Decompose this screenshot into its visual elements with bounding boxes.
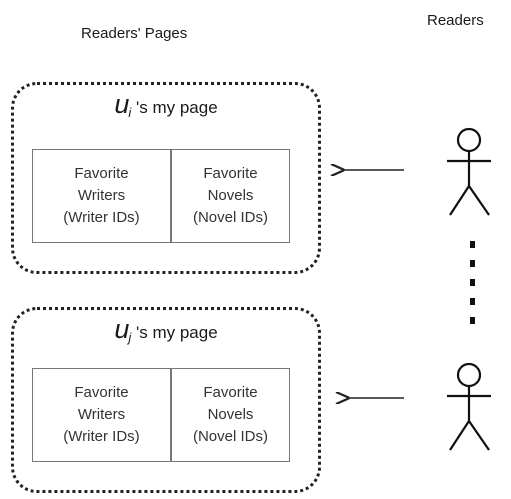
reader-figure-i [447,127,491,216]
page-title: ui 's my page [14,89,318,120]
favorite-writers-cell: Favorite Writers (Writer IDs) [32,368,171,462]
cell-line: Novels [207,406,254,423]
cell-line: Novels [207,187,254,204]
cell-line: (Novel IDs) [192,209,268,226]
page-title: uj 's my page [14,314,318,345]
cell-line: Writers [77,406,126,423]
readers-pages-heading: Readers' Pages [81,25,188,42]
page-title-suffix: 's my page [131,323,218,342]
readers-heading: Readers [427,12,484,29]
favorite-novels-cell: Favorite Novels (Novel IDs) [171,368,290,462]
reader-variable: u [114,89,130,119]
cell-line: Favorite [74,165,129,182]
reader-subscript: i [128,105,132,121]
cell-line: Writers [77,187,126,204]
page-title-suffix: 's my page [131,98,218,117]
cell-line: Favorite [74,384,129,401]
reader-subscript: j [128,330,132,346]
reader-variable: u [114,314,130,344]
reader-page-box-i: ui 's my page Favorite Writers (Writer I… [11,82,321,274]
cell-line: Favorite [203,165,258,182]
reader-page-box-j: uj 's my page Favorite Writers (Writer I… [11,307,321,493]
cell-line: Favorite [203,384,258,401]
reader-figure-j [447,362,491,451]
cell-line: (Novel IDs) [192,428,268,445]
cell-line: (Writer IDs) [63,209,140,226]
vertical-ellipsis [470,241,475,324]
favorite-novels-cell: Favorite Novels (Novel IDs) [171,149,290,243]
favorite-writers-cell: Favorite Writers (Writer IDs) [32,149,171,243]
cell-line: (Writer IDs) [63,428,140,445]
